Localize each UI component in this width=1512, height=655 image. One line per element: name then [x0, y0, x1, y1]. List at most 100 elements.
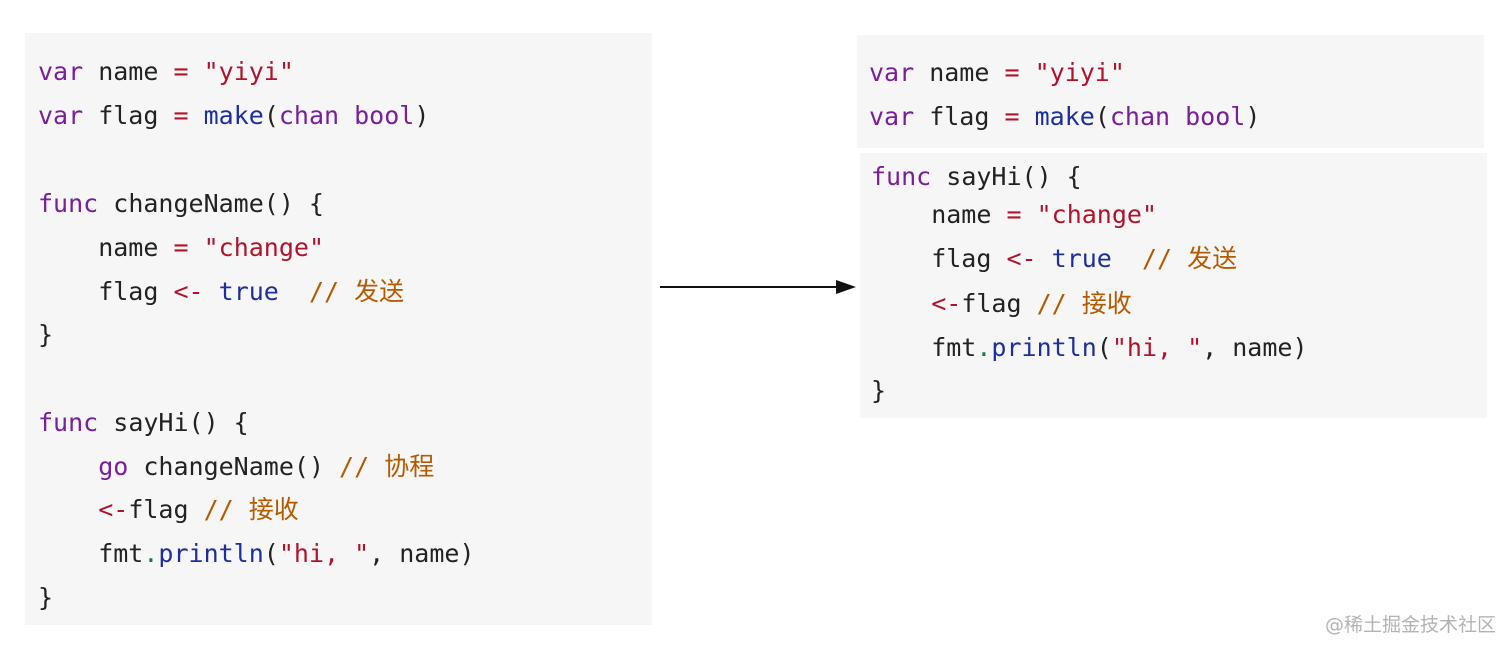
code-token: .	[976, 333, 992, 362]
code-token: =	[1006, 200, 1022, 229]
code-token: go	[98, 452, 129, 481]
code-line: func sayHi() {	[871, 162, 1082, 192]
code-line: var name = "yiyi"	[869, 58, 1125, 88]
code-token: "hi, "	[1111, 333, 1203, 362]
code-token: flag	[38, 277, 174, 306]
code-token: (	[263, 101, 279, 130]
code-token: var	[38, 101, 84, 130]
code-line: }	[38, 583, 53, 613]
right-code-function	[860, 153, 1487, 418]
code-token: name	[83, 57, 174, 86]
code-token: =	[1004, 102, 1020, 131]
code-line: fmt.println("hi, ", name)	[871, 333, 1308, 363]
code-token: chan bool	[1109, 102, 1246, 131]
arrow-right-icon	[660, 280, 856, 294]
code-token: flag	[914, 102, 1005, 131]
code-token	[189, 101, 204, 130]
code-token: chan bool	[278, 101, 415, 130]
code-line: }	[38, 320, 53, 350]
code-line: flag <- true // 发送	[871, 244, 1237, 274]
code-token: name	[871, 200, 1007, 229]
code-token: // 发送	[308, 277, 405, 306]
code-token: <-	[931, 289, 962, 318]
code-token: sayHi() {	[98, 408, 249, 437]
code-line: <-flag // 接收	[38, 495, 299, 525]
code-token: flag	[961, 289, 1037, 318]
code-token: changeName()	[128, 452, 340, 481]
code-token	[189, 233, 204, 262]
code-line: var flag = make(chan bool)	[38, 101, 429, 131]
code-line: func sayHi() {	[38, 408, 249, 438]
left-code-panel	[25, 33, 652, 625]
code-token	[1020, 58, 1035, 87]
code-token: // 接收	[1036, 289, 1132, 318]
code-token: var	[869, 102, 915, 131]
code-token: (	[1096, 333, 1112, 362]
code-token: make	[1034, 102, 1095, 131]
code-line: }	[871, 376, 886, 406]
code-token: "change"	[203, 233, 325, 262]
code-token: <-	[98, 495, 129, 524]
code-token: flag	[128, 495, 204, 524]
code-token	[204, 277, 219, 306]
code-line: func changeName() {	[38, 189, 324, 219]
code-token: make	[203, 101, 264, 130]
code-token: flag	[83, 101, 174, 130]
code-token: func	[38, 189, 99, 218]
watermark: @稀土掘金技术社区	[1324, 614, 1496, 636]
code-token: true	[1051, 244, 1112, 273]
code-token: name	[38, 233, 174, 262]
code-token: println	[158, 539, 264, 568]
code-token: sayHi() {	[931, 162, 1082, 191]
code-token: }	[38, 320, 54, 349]
code-token	[1037, 244, 1052, 273]
code-token: )	[414, 101, 430, 130]
code-token: var	[869, 58, 915, 87]
code-token: =	[173, 233, 189, 262]
code-token	[279, 277, 309, 306]
code-line: var flag = make(chan bool)	[869, 102, 1260, 132]
code-line: name = "change"	[871, 200, 1157, 230]
code-token: changeName() {	[98, 189, 324, 218]
code-token: =	[173, 57, 189, 86]
code-token	[1112, 244, 1142, 273]
code-token: true	[218, 277, 279, 306]
code-token: <-	[173, 277, 204, 306]
code-token: <-	[1006, 244, 1037, 273]
code-token: , name)	[369, 539, 475, 568]
code-token: // 协程	[339, 452, 435, 481]
code-token: }	[38, 583, 54, 612]
code-line: <-flag // 接收	[871, 289, 1132, 319]
code-line: go changeName() // 协程	[38, 452, 434, 482]
code-token: (	[1094, 102, 1110, 131]
code-token: )	[1245, 102, 1261, 131]
code-token	[1022, 200, 1037, 229]
code-token: (	[263, 539, 279, 568]
code-token: "yiyi"	[1034, 58, 1125, 87]
code-token: // 发送	[1141, 244, 1238, 273]
code-token	[38, 495, 98, 524]
code-token: var	[38, 57, 84, 86]
code-token: func	[871, 162, 932, 191]
code-token: "yiyi"	[203, 57, 294, 86]
code-line: name = "change"	[38, 233, 324, 263]
code-line: var name = "yiyi"	[38, 57, 294, 87]
code-token: func	[38, 408, 99, 437]
code-token: "hi, "	[278, 539, 370, 568]
code-token: fmt	[871, 333, 977, 362]
code-token: // 接收	[203, 495, 299, 524]
code-line: fmt.println("hi, ", name)	[38, 539, 475, 569]
code-token: println	[991, 333, 1097, 362]
right-code-declarations	[857, 35, 1484, 148]
code-token: =	[173, 101, 189, 130]
code-token: , name)	[1202, 333, 1308, 362]
code-token: name	[914, 58, 1005, 87]
code-token: =	[1004, 58, 1020, 87]
code-token: "change"	[1036, 200, 1158, 229]
code-line: flag <- true // 发送	[38, 277, 404, 307]
code-token	[1020, 102, 1035, 131]
code-token: flag	[871, 244, 1007, 273]
code-token	[871, 289, 931, 318]
code-token: }	[871, 376, 887, 405]
code-token: fmt	[38, 539, 144, 568]
